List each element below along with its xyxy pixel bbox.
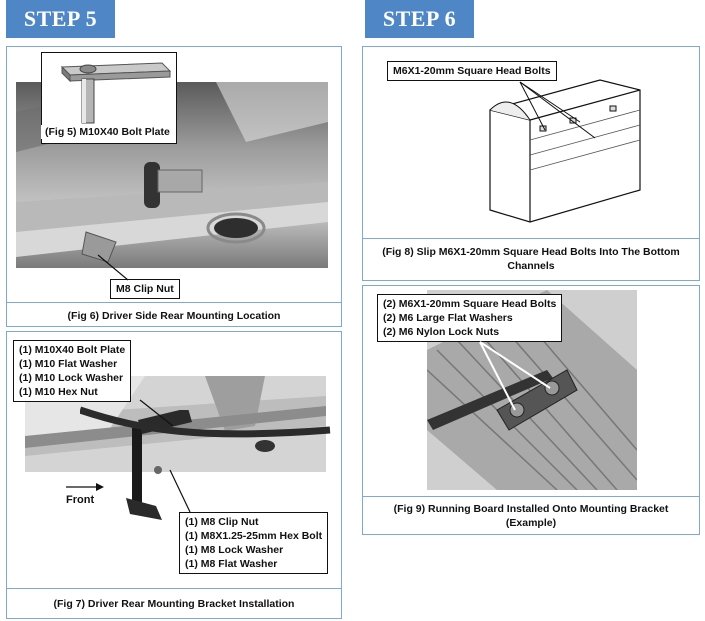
- fig7-caption: (Fig 7) Driver Rear Mounting Bracket Ins…: [53, 598, 295, 610]
- fig7-callout-bottom: (1) M8 Clip Nut (1) M8X1.25-25mm Hex Bol…: [179, 512, 329, 574]
- fig7-callout-top: (1) M10X40 Bolt Plate (1) M10 Flat Washe…: [13, 340, 132, 402]
- step5-title: STEP 5: [6, 0, 115, 38]
- m8-clip-leader: [97, 254, 129, 281]
- fig7-top-item: (1) M10X40 Bolt Plate: [19, 344, 126, 356]
- front-label: Front: [66, 494, 95, 506]
- fig7-top-leader: [139, 399, 174, 427]
- fig7-top-item: (1) M10 Hex Nut: [19, 386, 98, 398]
- fig6-caption-sep: [6, 302, 342, 303]
- fig7-bottom-item: (1) M8 Lock Washer: [185, 544, 284, 556]
- fig9-caption: (Fig 9) Running Board Installed Onto Mou…: [362, 502, 700, 530]
- fig7-bottom-item: (1) M8 Flat Washer: [185, 558, 278, 570]
- m8-clip-nut-callout: M8 Clip Nut: [110, 279, 180, 299]
- fig8-caption-line1: (Fig 8) Slip M6X1-20mm Square Head Bolts…: [382, 246, 680, 258]
- fig7-bottom-item: (1) M8X1.25-25mm Hex Bolt: [185, 530, 323, 542]
- step6-title: STEP 6: [365, 0, 474, 38]
- fig7-caption-sep: [6, 588, 342, 589]
- fig8-caption-sep: [362, 238, 700, 239]
- fig9-callout-item: (2) M6X1-20mm Square Head Bolts: [383, 298, 557, 310]
- fig9-caption-line2: (Example): [505, 517, 557, 529]
- fig8-leaders: [519, 81, 596, 139]
- fig5-label: (Fig 5) M10X40 Bolt Plate: [41, 125, 174, 139]
- fig8-caption: (Fig 8) Slip M6X1-20mm Square Head Bolts…: [362, 245, 700, 273]
- fig7-top-item: (1) M10 Flat Washer: [19, 358, 118, 370]
- fig8-callout: M6X1-20mm Square Head Bolts: [387, 61, 557, 81]
- fig5-inset: (Fig 5) M10X40 Bolt Plate: [41, 52, 177, 144]
- fig9-callout-item: (2) M6 Large Flat Washers: [383, 312, 513, 324]
- fig7-bottom-leader: [169, 469, 191, 513]
- fig9-leaders: [479, 341, 551, 411]
- fig9-caption-line1: (Fig 9) Running Board Installed Onto Mou…: [393, 503, 669, 515]
- fig7-cable: [80, 406, 331, 438]
- fig9-callout-item: (2) M6 Nylon Lock Nuts: [383, 326, 500, 338]
- fig7-bottom-item: (1) M8 Clip Nut: [185, 516, 259, 528]
- fig7-top-item: (1) M10 Lock Washer: [19, 372, 124, 384]
- fig8-drawing: [470, 70, 660, 230]
- fig9-caption-sep: [362, 496, 700, 497]
- fig9-callout: (2) M6X1-20mm Square Head Bolts (2) M6 L…: [377, 294, 563, 342]
- fig6-caption: (Fig 6) Driver Side Rear Mounting Locati…: [67, 310, 281, 322]
- arrow-right-icon: [66, 483, 104, 491]
- fig8-caption-line2: Channels: [507, 260, 555, 272]
